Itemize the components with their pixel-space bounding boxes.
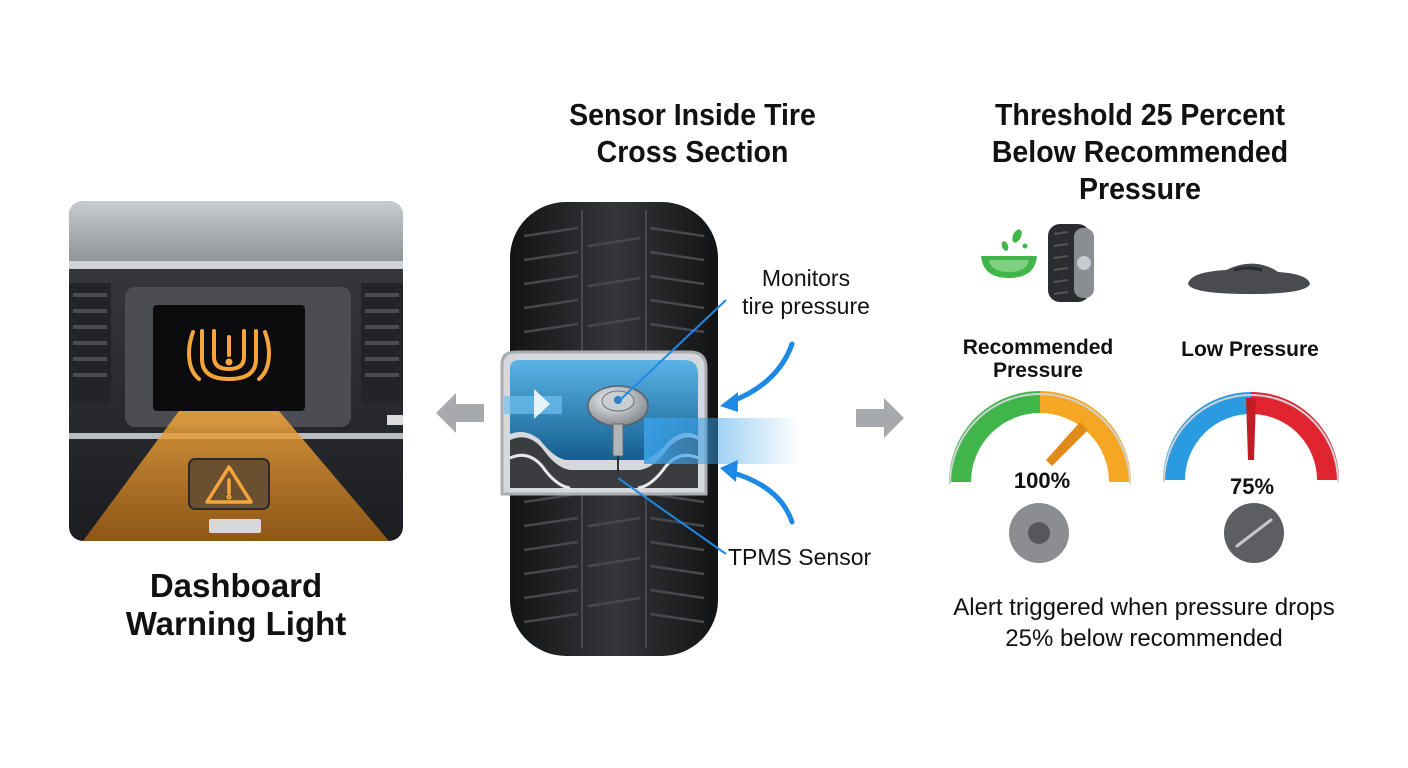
gauge-recommended-knob-icon xyxy=(1009,503,1069,563)
gauge-recommended-label-line1: Recommended xyxy=(962,336,1114,359)
dashboard-illustration xyxy=(69,201,403,541)
gauge-low-value: 75% xyxy=(1229,474,1275,499)
gauge-recommended-needle xyxy=(1046,422,1088,466)
callout-monitors: Monitors tire pressure xyxy=(726,264,886,320)
tire-icon xyxy=(1048,224,1094,302)
tire-cross-section xyxy=(500,202,800,656)
middle-title-line1: Sensor Inside Tire xyxy=(569,97,816,132)
alert-text: Alert triggered when pressure drops 25% … xyxy=(920,592,1368,654)
alert-text-line1: Alert triggered when pressure drops xyxy=(953,594,1335,621)
left-arrow-icon xyxy=(436,393,484,433)
right-vent xyxy=(361,283,403,403)
callout-tpms-sensor: TPMS Sensor xyxy=(728,543,898,571)
gauge-low-knob-icon xyxy=(1224,503,1284,563)
dashboard-caption-line1: Dashboard xyxy=(149,567,323,604)
right-title-line2: Below Recommended Pressure xyxy=(991,134,1289,206)
gauge-recommended xyxy=(949,391,1131,485)
middle-title-line2: Cross Section xyxy=(596,134,789,169)
gauge-low-label-text: Low Pressure xyxy=(1181,338,1319,361)
right-title-line1: Threshold 25 Percent xyxy=(994,97,1286,132)
callout-tpms-sensor-text: TPMS Sensor xyxy=(728,544,872,570)
gauge-recommended-label-line2: Pressure xyxy=(993,359,1083,382)
flat-tire-icon xyxy=(1188,263,1310,294)
tpms-warning-icon xyxy=(186,329,272,382)
alert-text-line2: 25% below recommended xyxy=(1005,625,1283,652)
hazard-triangle-icon xyxy=(205,465,253,504)
left-vent xyxy=(69,283,111,403)
gauge-recommended-value: 100% xyxy=(1013,468,1071,493)
dashboard-caption: Dashboard Warning Light xyxy=(105,567,367,643)
callout-monitors-line2: tire pressure xyxy=(742,293,870,319)
right-arrow-icon xyxy=(856,398,904,438)
dashboard-panel xyxy=(69,201,403,541)
dashboard-caption-line2: Warning Light xyxy=(125,605,347,642)
right-title: Threshold 25 Percent Below Recommended P… xyxy=(938,96,1343,207)
gauge-low-label: Low Pressure xyxy=(1160,338,1340,361)
gauge-low xyxy=(1163,392,1339,483)
gauge-recommended-label: Recommended Pressure xyxy=(948,336,1128,382)
gauge-low-needle xyxy=(1246,398,1256,460)
leaf-bowl-icon xyxy=(981,229,1037,278)
middle-title: Sensor Inside Tire Cross Section xyxy=(534,96,851,170)
callout-monitors-line1: Monitors xyxy=(761,265,851,291)
